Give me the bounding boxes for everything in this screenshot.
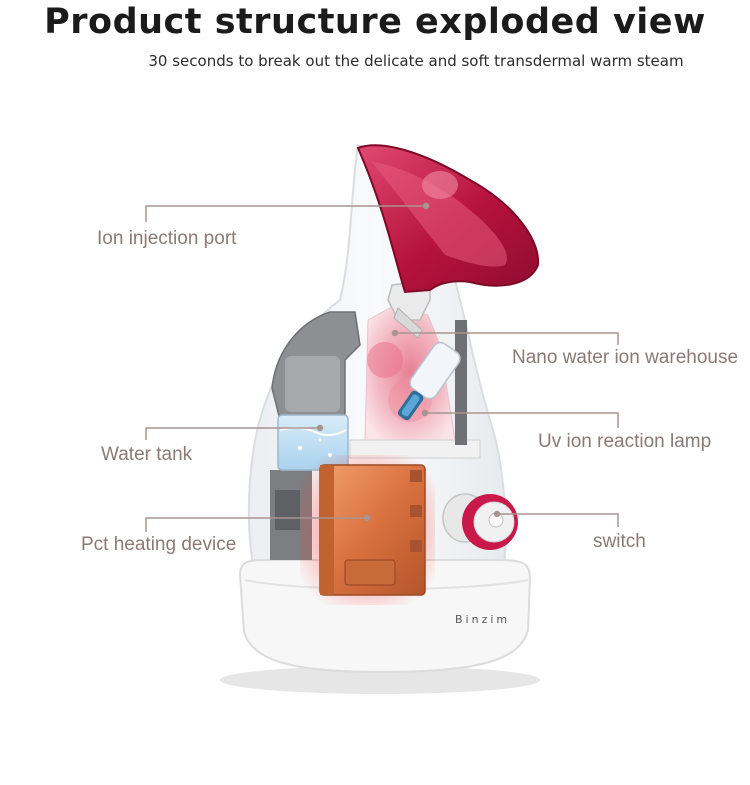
power-switch [442,493,518,550]
pct-heating-device [300,455,435,605]
callout-dot-water-tank [316,424,324,432]
callout-dot-nano-water-ion-warehouse [391,329,399,337]
callout-dot-switch [493,510,501,518]
callout-line-switch [497,513,619,527]
interior-housing [270,311,361,560]
label-water-tank: Water tank [101,444,193,465]
label-nano-water-ion-warehouse: Nano water ion warehouse [512,347,739,368]
callout-lines [145,202,619,532]
label-uv-ion-reaction-lamp: Uv ion reaction lamp [538,431,712,452]
callout-dot-pct-heating-device [363,514,371,522]
callout-line-uv-ion-reaction-lamp [425,412,619,428]
ion-injection-funnel [356,144,540,294]
callout-line-nano-water-ion-warehouse [395,332,619,345]
page-title: Product structure exploded view [44,2,706,42]
label-ion-injection-port: Ion injection port [97,228,237,249]
callout-line-ion-injection-port [145,205,426,222]
uv-lamp [397,341,461,421]
callout-line-pct-heating-device [145,517,367,532]
page-subtitle: 30 seconds to break out the delicate and… [148,52,684,70]
label-switch: switch [593,531,646,552]
callout-dot-uv-ion-reaction-lamp [421,409,429,417]
brand-logo: Binzim [455,613,510,626]
label-pct-heating-device: Pct heating device [81,534,237,555]
base-shadow [220,666,540,694]
callout-dot-ion-injection-port [422,202,430,210]
callout-line-water-tank [145,427,320,440]
